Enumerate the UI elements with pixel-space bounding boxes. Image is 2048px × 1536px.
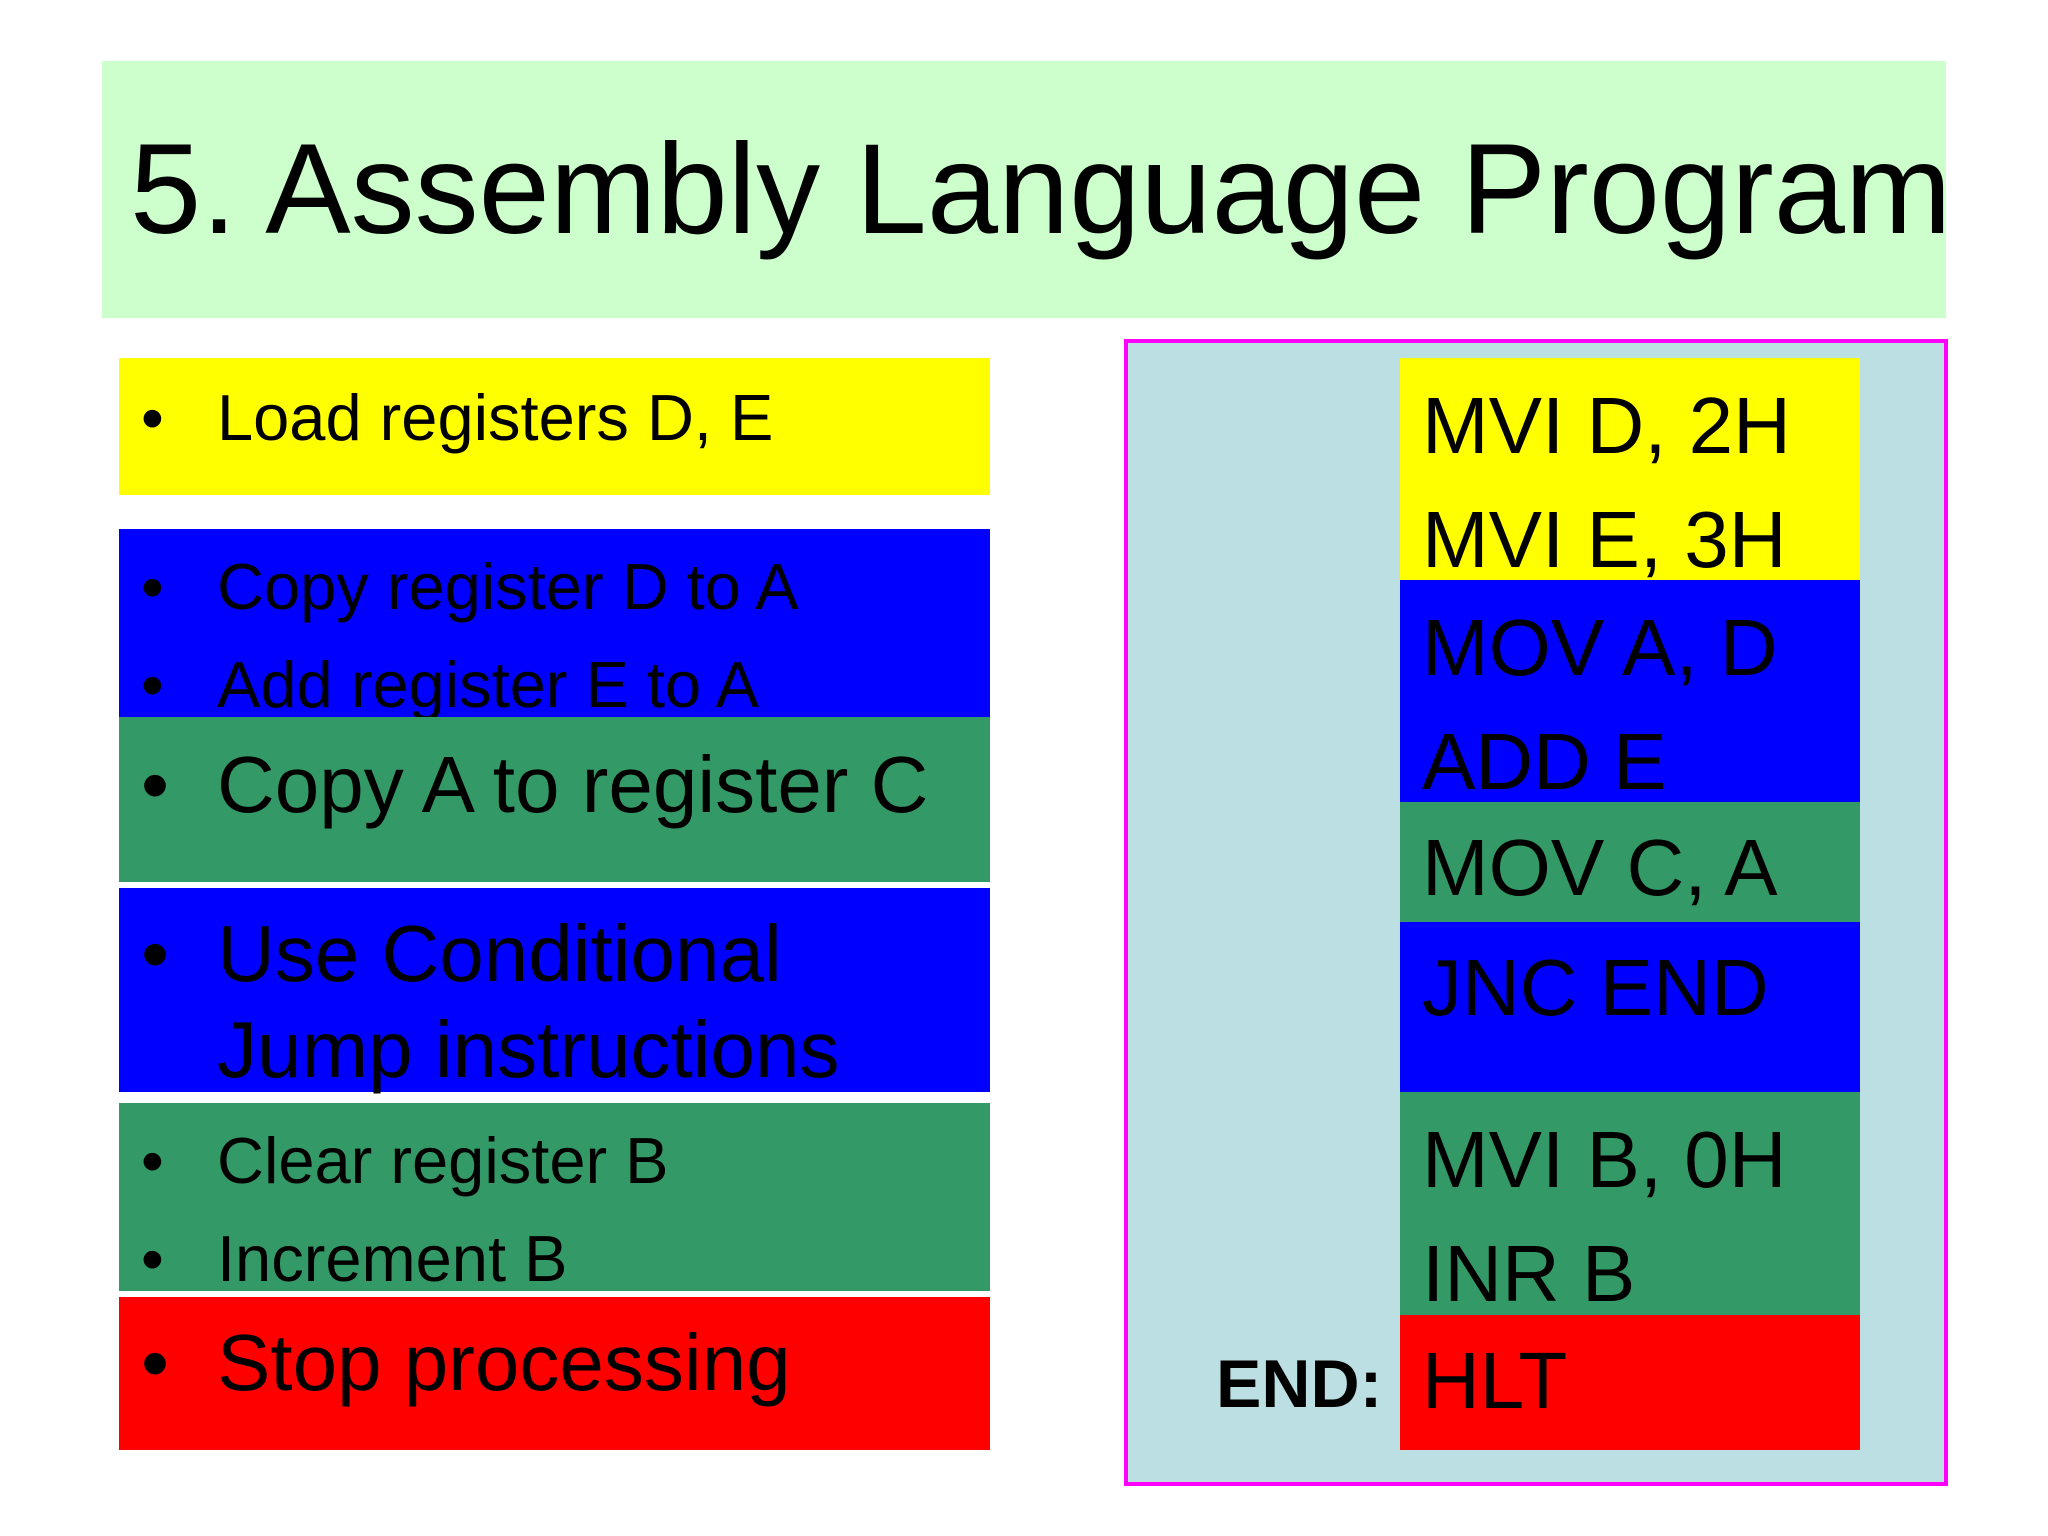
bullet-icon: •	[141, 1124, 164, 1197]
code-line: MOV C, A	[1422, 823, 1778, 912]
code-block-increment: MVI B, 0H INR B	[1400, 1092, 1860, 1315]
step-text: Copy register D to A	[217, 550, 799, 623]
code-line: MVI B, 0H	[1422, 1115, 1787, 1204]
code-line: INR B	[1422, 1229, 1636, 1318]
code-line: ADD E	[1422, 717, 1667, 806]
step-load-registers: • Load registers D, E	[119, 358, 990, 495]
slide-title: 5. Assembly Language Program	[130, 117, 1952, 261]
end-label: END:	[1216, 1346, 1383, 1422]
step-text: Stop processing	[217, 1318, 791, 1407]
bullet-icon: •	[141, 1318, 170, 1407]
step-text: Clear register B	[217, 1124, 669, 1197]
bullet-icon: •	[141, 909, 170, 998]
code-block-copy: MOV C, A	[1400, 802, 1860, 922]
code-block-jump: JNC END	[1400, 922, 1860, 1092]
step-text: Load registers D, E	[217, 381, 774, 454]
step-conditional-jump: • Use Conditional Jump instructions	[119, 888, 990, 1094]
code-line: HLT	[1422, 1336, 1568, 1425]
step-clear-increment-b: • Clear register B • Increment B	[119, 1103, 990, 1295]
code-block-load: MVI D, 2H MVI E, 3H	[1400, 358, 1860, 580]
step-text: Increment B	[217, 1222, 568, 1295]
step-copy-add: • Copy register D to A • Add register E …	[119, 529, 990, 721]
step-text-continued: Jump instructions	[217, 1005, 840, 1094]
step-text: Use Conditional	[217, 909, 782, 998]
step-stop-processing: • Stop processing	[119, 1297, 990, 1450]
step-text: Copy A to register C	[217, 740, 929, 829]
code-line: MVI D, 2H	[1422, 381, 1791, 470]
code-block-add: MOV A, D ADD E	[1400, 580, 1860, 802]
bullet-icon: •	[141, 550, 164, 623]
code-line: JNC END	[1422, 943, 1769, 1032]
bullet-icon: •	[141, 1222, 164, 1295]
code-block-halt: HLT	[1400, 1315, 1860, 1450]
step-text: Add register E to A	[217, 648, 759, 721]
step-copy-to-c: • Copy A to register C	[119, 717, 990, 882]
code-line: MVI E, 3H	[1422, 495, 1787, 584]
bullet-icon: •	[141, 740, 170, 829]
bullet-icon: •	[141, 648, 164, 721]
bullet-icon: •	[141, 381, 164, 454]
code-line: MOV A, D	[1422, 603, 1778, 692]
title-bar: 5. Assembly Language Program	[102, 61, 1952, 318]
